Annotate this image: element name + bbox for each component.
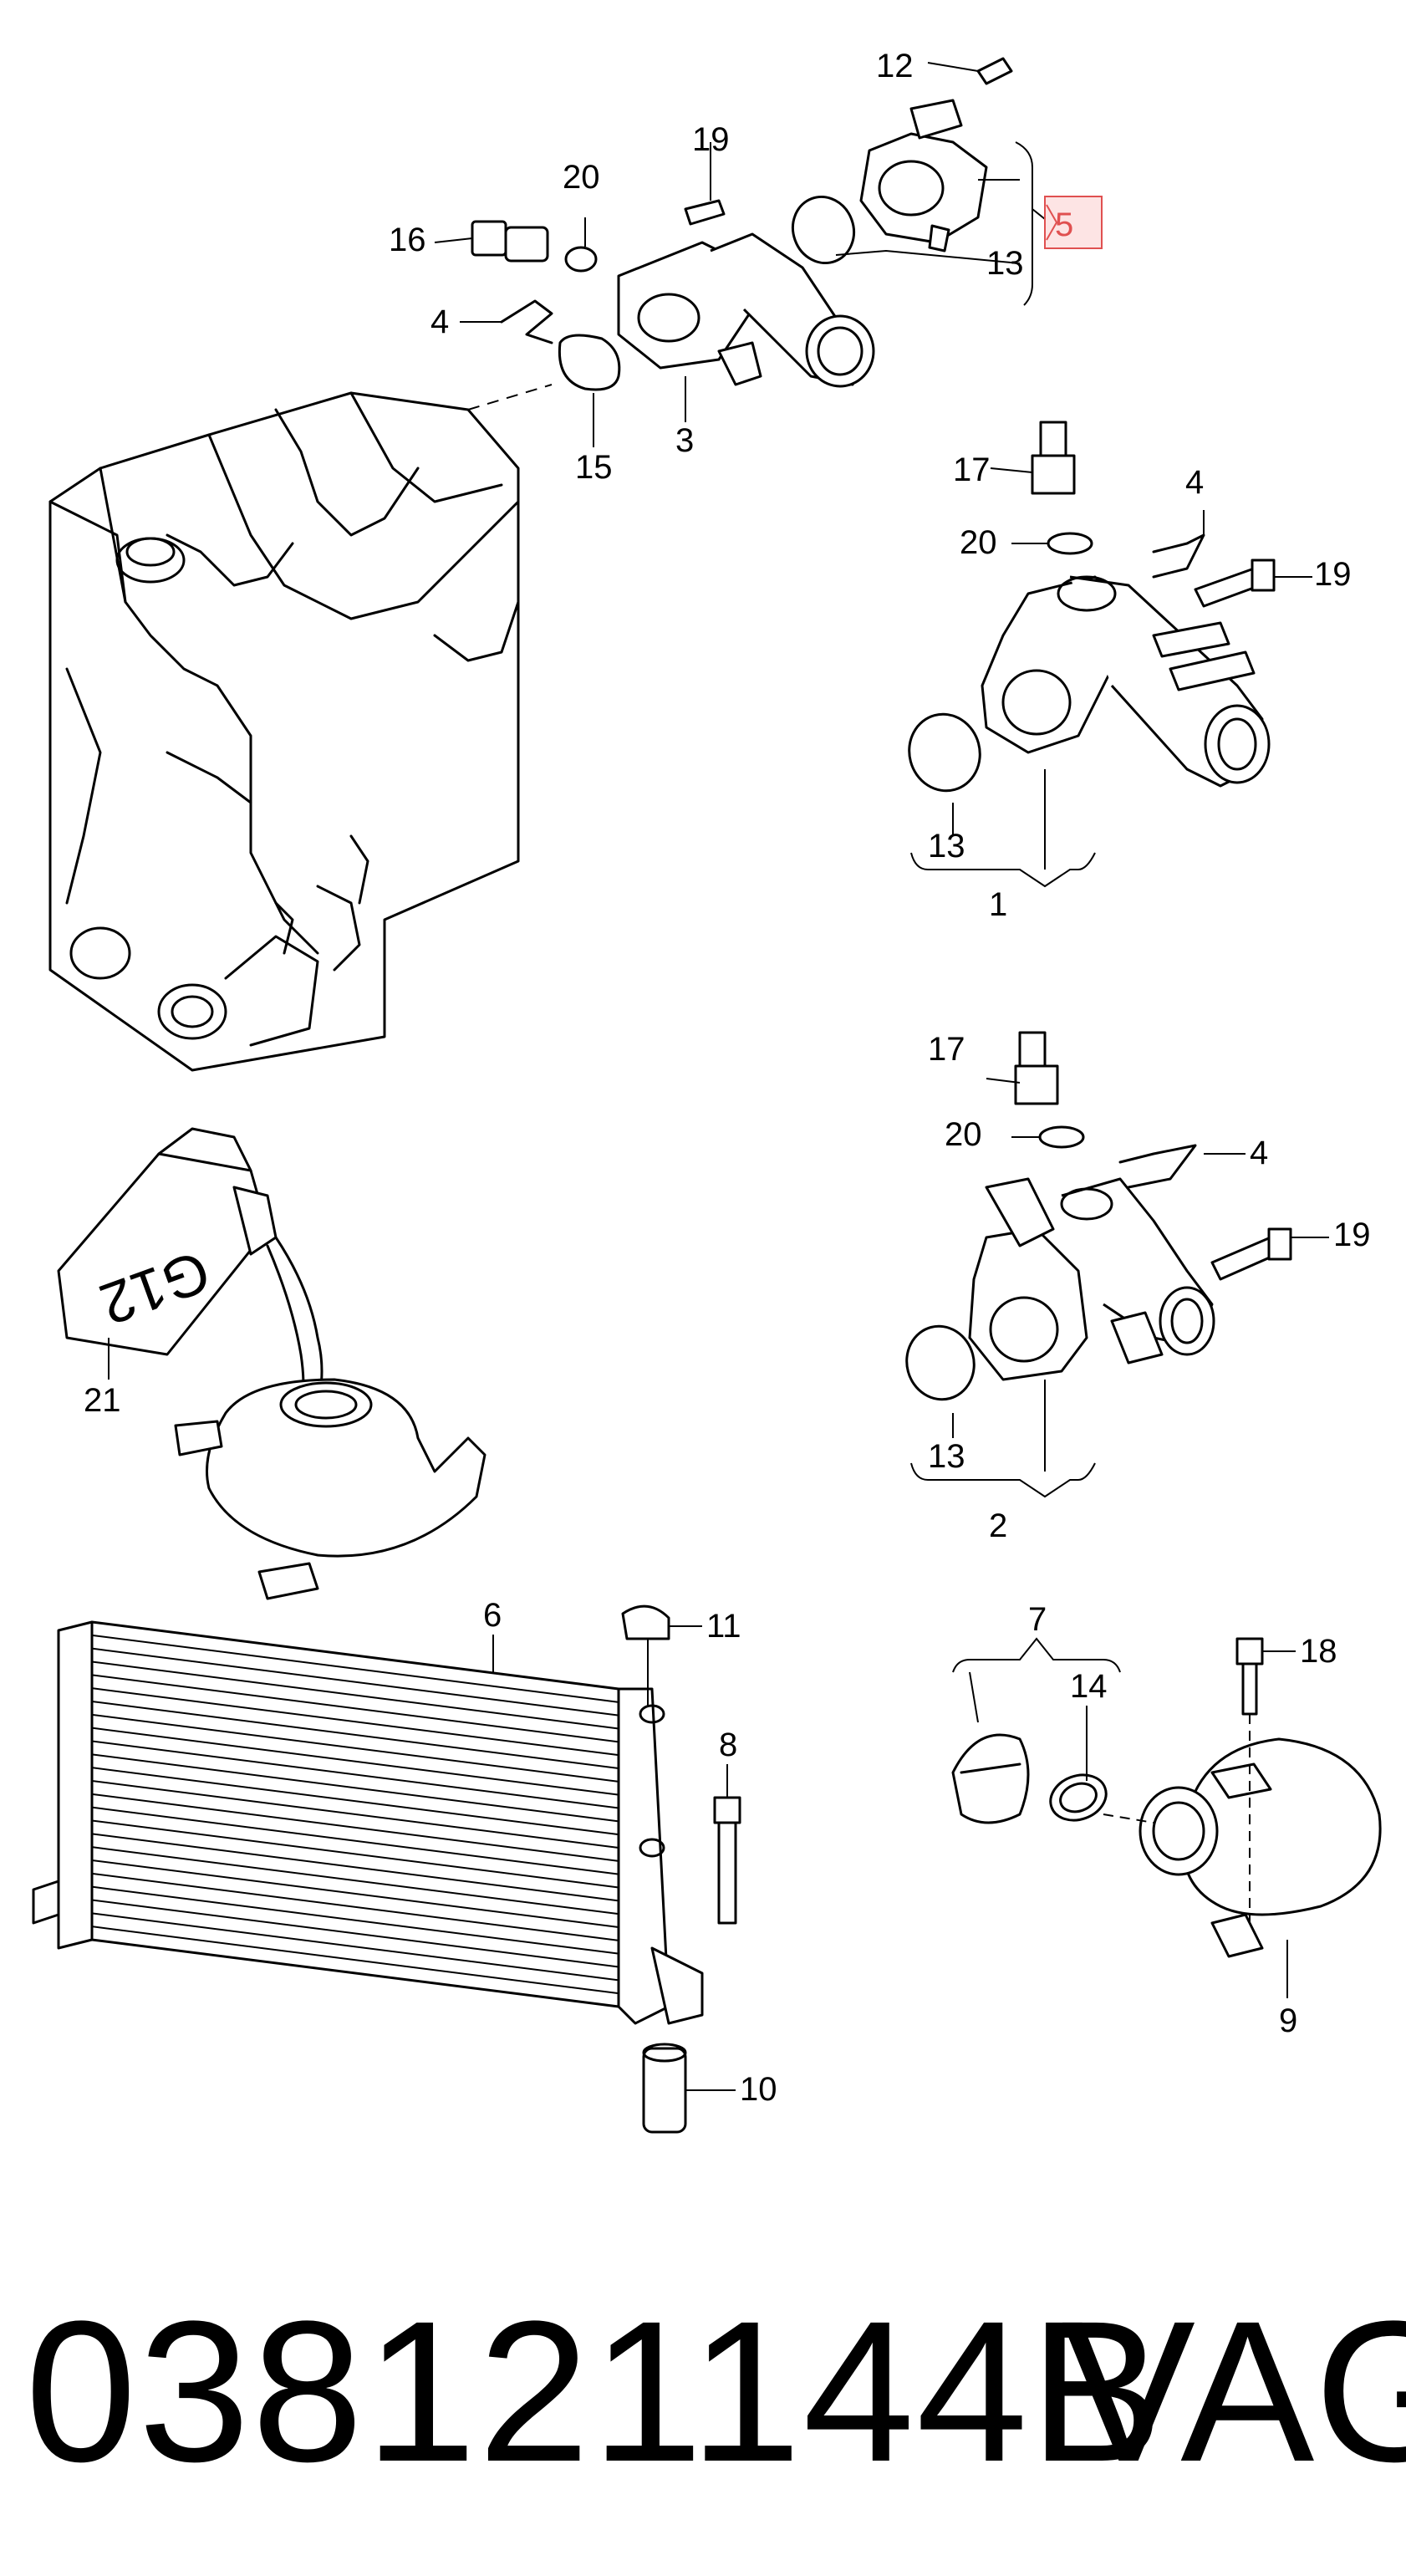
callout-18: 18 — [1300, 1633, 1337, 1670]
radiator-fin-line — [91, 1753, 619, 1823]
radiator-fin-line — [91, 1859, 619, 1928]
callout-8: 8 — [719, 1727, 737, 1763]
radiator-fin-line — [91, 1713, 619, 1783]
callout-5-highlight — [1044, 196, 1103, 249]
radiator-fin-line — [91, 1926, 619, 1995]
callout-5: 5 — [1055, 207, 1073, 243]
callout-17-housing2: 17 — [928, 1031, 965, 1068]
thermostat-housing-1 — [908, 421, 1312, 888]
callout-19-housing2: 19 — [1333, 1217, 1371, 1253]
brand-name: VAG — [1062, 2279, 1406, 2503]
part-number: 038121144B — [25, 2279, 1165, 2503]
radiator-fin-line — [91, 1647, 619, 1716]
callout-10: 10 — [740, 2071, 777, 2108]
radiator-fin-line — [91, 1701, 619, 1769]
radiator-fin-line — [91, 1660, 619, 1730]
radiator-fin-line — [91, 1727, 619, 1796]
radiator-fin-line — [91, 1899, 619, 1968]
callout-6: 6 — [483, 1597, 502, 1634]
callout-19-top: 19 — [692, 121, 730, 158]
parts-diagram: G12 — [32, 48, 1382, 2134]
callout-21: 21 — [84, 1382, 121, 1419]
callout-9: 9 — [1279, 2002, 1297, 2039]
callout-20-housing1: 20 — [960, 524, 997, 561]
radiator-drawing — [32, 1604, 741, 2134]
callout-11: 11 — [706, 1608, 741, 1645]
callout-13-housing2: 13 — [928, 1438, 965, 1475]
coolant-canister-drawing: G12 — [57, 1127, 486, 1600]
radiator-fin-line — [91, 1872, 619, 1941]
radiator-fin-line — [91, 1674, 619, 1743]
callout-4-top: 4 — [430, 304, 449, 340]
radiator-fin-line — [91, 1833, 619, 1902]
expansion-tank-drawing — [951, 1637, 1382, 1998]
radiator-fin-line — [91, 1687, 619, 1757]
callout-3: 3 — [675, 422, 694, 459]
radiator-fin-line — [91, 1819, 619, 1889]
callout-14: 14 — [1070, 1668, 1108, 1705]
radiator-fin-line — [91, 1740, 619, 1809]
radiator-fin-line — [91, 1912, 619, 1982]
radiator-fin-line — [91, 1806, 619, 1875]
radiator-fin-line — [91, 1767, 619, 1836]
callout-4-housing1: 4 — [1185, 464, 1204, 501]
radiator-fin-line — [91, 1846, 619, 1915]
callout-17-housing1: 17 — [953, 451, 991, 488]
engine-block-drawing — [48, 384, 553, 1072]
callout-1: 1 — [989, 886, 1007, 923]
thermostat-housing-2 — [905, 1031, 1329, 1498]
callout-19-housing1: 19 — [1314, 556, 1352, 593]
callout-20-top: 20 — [563, 159, 600, 196]
radiator-fin-line — [91, 1634, 619, 1703]
radiator-fin-line — [91, 1780, 619, 1849]
callout-12: 12 — [876, 48, 914, 84]
callout-20-housing2: 20 — [945, 1116, 982, 1153]
callout-2: 2 — [989, 1507, 1007, 1544]
callout-15: 15 — [575, 449, 613, 486]
callout-4-housing2: 4 — [1250, 1135, 1268, 1171]
thermostat-housing-top — [434, 57, 1103, 447]
radiator-fin-line — [91, 1885, 619, 1955]
callout-7: 7 — [1028, 1601, 1047, 1638]
radiator-fin-line — [91, 1793, 619, 1862]
callout-labels: 12 19 20 16 4 15 3 13 5 17 4 20 19 13 1 … — [84, 48, 1371, 2108]
callout-13-top: 13 — [986, 245, 1024, 282]
callout-13-housing1: 13 — [928, 828, 965, 865]
callout-16: 16 — [389, 222, 426, 258]
